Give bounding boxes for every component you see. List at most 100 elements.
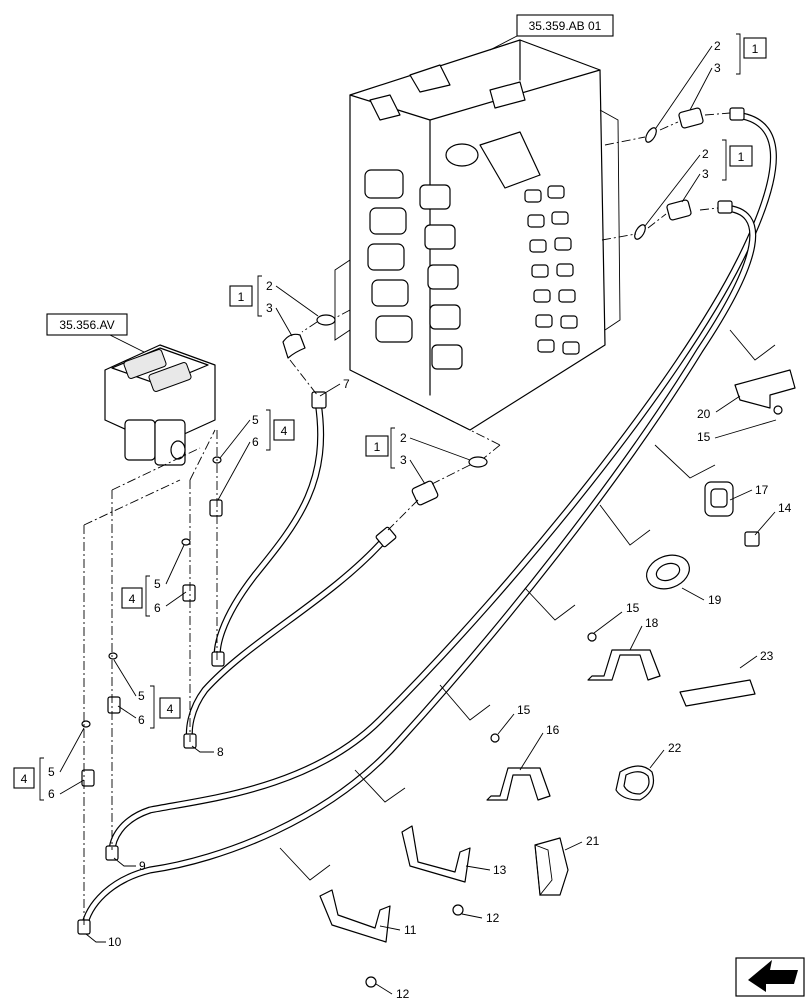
svg-text:1: 1 xyxy=(238,290,245,304)
callout-23[interactable]: 23 xyxy=(739,649,774,669)
svg-text:2: 2 xyxy=(266,279,273,293)
callout-13[interactable]: 13 xyxy=(465,863,507,877)
svg-text:8: 8 xyxy=(217,745,224,759)
svg-text:17: 17 xyxy=(755,483,769,497)
fitting-center-left xyxy=(282,314,336,359)
svg-text:1: 1 xyxy=(374,440,381,454)
svg-text:1: 1 xyxy=(752,42,759,56)
svg-text:23: 23 xyxy=(760,649,774,663)
clamp-17 xyxy=(704,481,760,547)
svg-text:15: 15 xyxy=(517,703,531,717)
svg-text:6: 6 xyxy=(252,435,259,449)
callout-group-4-b[interactable]: 4 5 6 xyxy=(121,544,187,617)
callout-15-top[interactable]: 15 xyxy=(697,419,777,444)
svg-text:7: 7 xyxy=(343,377,350,391)
clamp-19 xyxy=(646,554,690,590)
fitting-top-right-2 xyxy=(634,199,692,240)
callout-15-middle[interactable]: 15 xyxy=(593,601,640,634)
svg-text:1: 1 xyxy=(738,150,745,164)
svg-text:6: 6 xyxy=(154,601,161,615)
valve-section-ports-left xyxy=(364,169,463,370)
pad-23 xyxy=(679,679,756,707)
bracket-11 xyxy=(319,889,391,988)
next-page-arrow-icon[interactable] xyxy=(735,957,805,997)
svg-text:18: 18 xyxy=(645,616,659,630)
callout-group-top-2[interactable]: 1 2 3 xyxy=(644,139,753,227)
svg-text:11: 11 xyxy=(404,923,417,937)
hose-8 xyxy=(185,536,388,746)
svg-text:12: 12 xyxy=(396,987,410,1000)
svg-text:10: 10 xyxy=(108,935,122,949)
callout-19[interactable]: 19 xyxy=(681,587,722,607)
svg-text:6: 6 xyxy=(48,787,55,801)
svg-text:12: 12 xyxy=(486,911,500,925)
svg-text:19: 19 xyxy=(708,593,722,607)
hose-10 xyxy=(80,204,757,932)
svg-text:16: 16 xyxy=(546,723,560,737)
bracket-20 xyxy=(734,369,796,415)
callout-20[interactable]: 20 xyxy=(697,395,741,421)
callout-11[interactable]: 11 xyxy=(379,923,417,937)
svg-text:4: 4 xyxy=(129,592,136,606)
callout-9[interactable]: 9 xyxy=(113,857,146,873)
bracket-18 xyxy=(587,632,661,681)
callout-group-left-valve[interactable]: 1 2 3 xyxy=(229,275,319,337)
callout-7[interactable]: 7 xyxy=(319,377,350,397)
joystick-reference-box[interactable]: 35.356.AV xyxy=(46,313,128,336)
fitting-top-right-1 xyxy=(645,107,704,143)
callout-17[interactable]: 17 xyxy=(729,483,769,501)
bracket-16 xyxy=(486,733,551,801)
joystick-pilot-valve xyxy=(104,344,216,466)
callout-16[interactable]: 16 xyxy=(519,723,560,771)
svg-text:5: 5 xyxy=(48,765,55,779)
svg-text:3: 3 xyxy=(714,61,721,75)
svg-text:20: 20 xyxy=(697,407,711,421)
svg-text:3: 3 xyxy=(400,453,407,467)
fittings-left-column xyxy=(81,456,223,787)
svg-text:6: 6 xyxy=(138,713,145,727)
svg-text:13: 13 xyxy=(493,863,507,877)
svg-text:5: 5 xyxy=(252,413,259,427)
bracket-13 xyxy=(401,825,471,916)
assembly-center-lines xyxy=(83,112,731,928)
svg-text:4: 4 xyxy=(281,424,288,438)
callout-18[interactable]: 18 xyxy=(629,616,659,651)
callout-group-top-1[interactable]: 1 2 3 xyxy=(655,33,767,129)
joystick-reference-text: 35.356.AV xyxy=(59,318,114,332)
hose-7 xyxy=(213,398,325,664)
svg-text:21: 21 xyxy=(586,834,600,848)
hose-end-fittings xyxy=(77,107,745,935)
valve-reference-box[interactable]: 35.359.AB 01 xyxy=(516,14,614,37)
callout-22[interactable]: 22 xyxy=(649,741,682,769)
callout-8[interactable]: 8 xyxy=(191,745,224,759)
svg-text:2: 2 xyxy=(714,39,721,53)
callout-group-4-a[interactable]: 4 5 6 xyxy=(217,409,295,501)
svg-text:14: 14 xyxy=(778,501,792,515)
callout-group-center[interactable]: 1 2 3 xyxy=(365,427,471,485)
callout-10[interactable]: 10 xyxy=(85,933,122,949)
callout-21[interactable]: 21 xyxy=(564,834,600,851)
svg-text:2: 2 xyxy=(702,147,709,161)
control-valve xyxy=(334,39,621,431)
svg-text:9: 9 xyxy=(139,859,146,873)
seal-22 xyxy=(615,765,655,801)
svg-text:15: 15 xyxy=(697,430,711,444)
callout-group-4-c[interactable]: 4 5 6 xyxy=(113,659,181,729)
svg-text:4: 4 xyxy=(21,772,28,786)
svg-text:3: 3 xyxy=(266,301,273,315)
svg-text:22: 22 xyxy=(668,741,682,755)
callout-group-4-d[interactable]: 4 5 6 xyxy=(13,727,85,801)
hose-9 xyxy=(108,111,777,856)
svg-text:15: 15 xyxy=(626,601,640,615)
svg-text:2: 2 xyxy=(400,431,407,445)
callout-12-bottom[interactable]: 12 xyxy=(375,983,410,1000)
svg-text:5: 5 xyxy=(138,689,145,703)
valve-reference-text: 35.359.AB 01 xyxy=(529,19,602,33)
callout-12[interactable]: 12 xyxy=(461,911,500,925)
callout-14[interactable]: 14 xyxy=(754,501,792,536)
callout-15-lower[interactable]: 15 xyxy=(497,703,531,735)
svg-text:4: 4 xyxy=(167,702,174,716)
block-21 xyxy=(534,837,569,897)
svg-text:3: 3 xyxy=(702,167,709,181)
